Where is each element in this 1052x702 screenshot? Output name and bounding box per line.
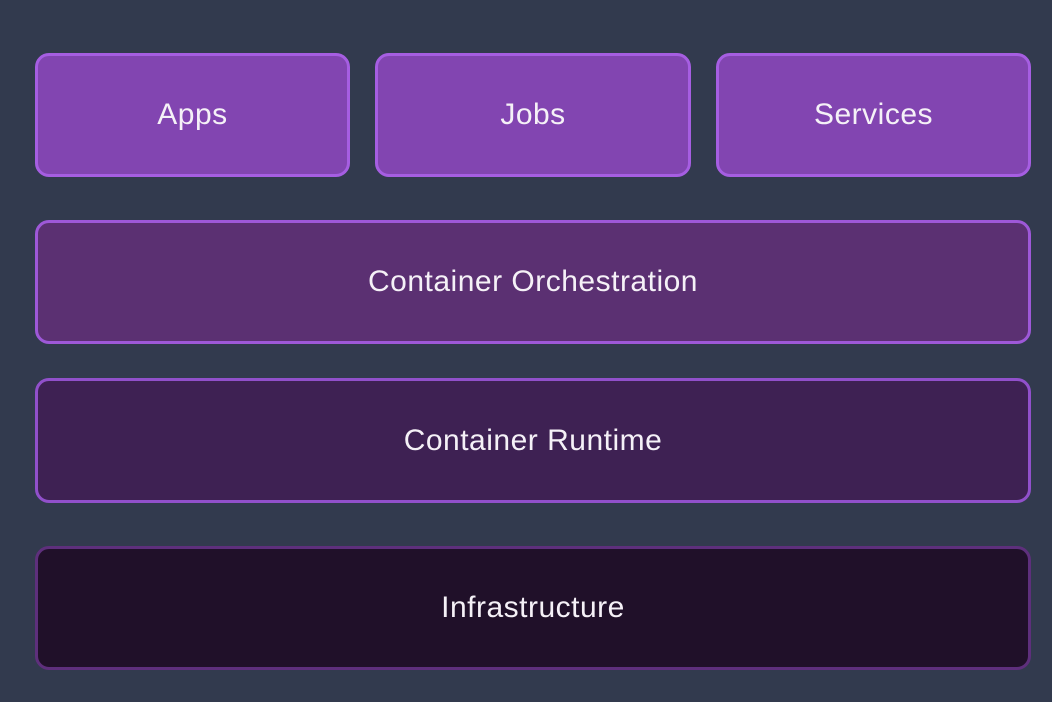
node-services: Services xyxy=(716,53,1031,177)
node-container-orchestration-label: Container Orchestration xyxy=(368,265,698,298)
node-container-runtime: Container Runtime xyxy=(35,378,1031,503)
node-services-label: Services xyxy=(813,98,934,131)
node-jobs: Jobs xyxy=(375,53,691,177)
node-jobs-label: Jobs xyxy=(500,98,566,131)
node-apps: Apps xyxy=(35,53,350,177)
node-container-runtime-label: Container Runtime xyxy=(403,423,663,457)
node-apps-label: Apps xyxy=(157,98,228,131)
node-infrastructure-label: Infrastructure xyxy=(441,591,625,624)
node-container-orchestration: Container Orchestration xyxy=(35,220,1031,344)
node-infrastructure: Infrastructure xyxy=(35,546,1031,670)
